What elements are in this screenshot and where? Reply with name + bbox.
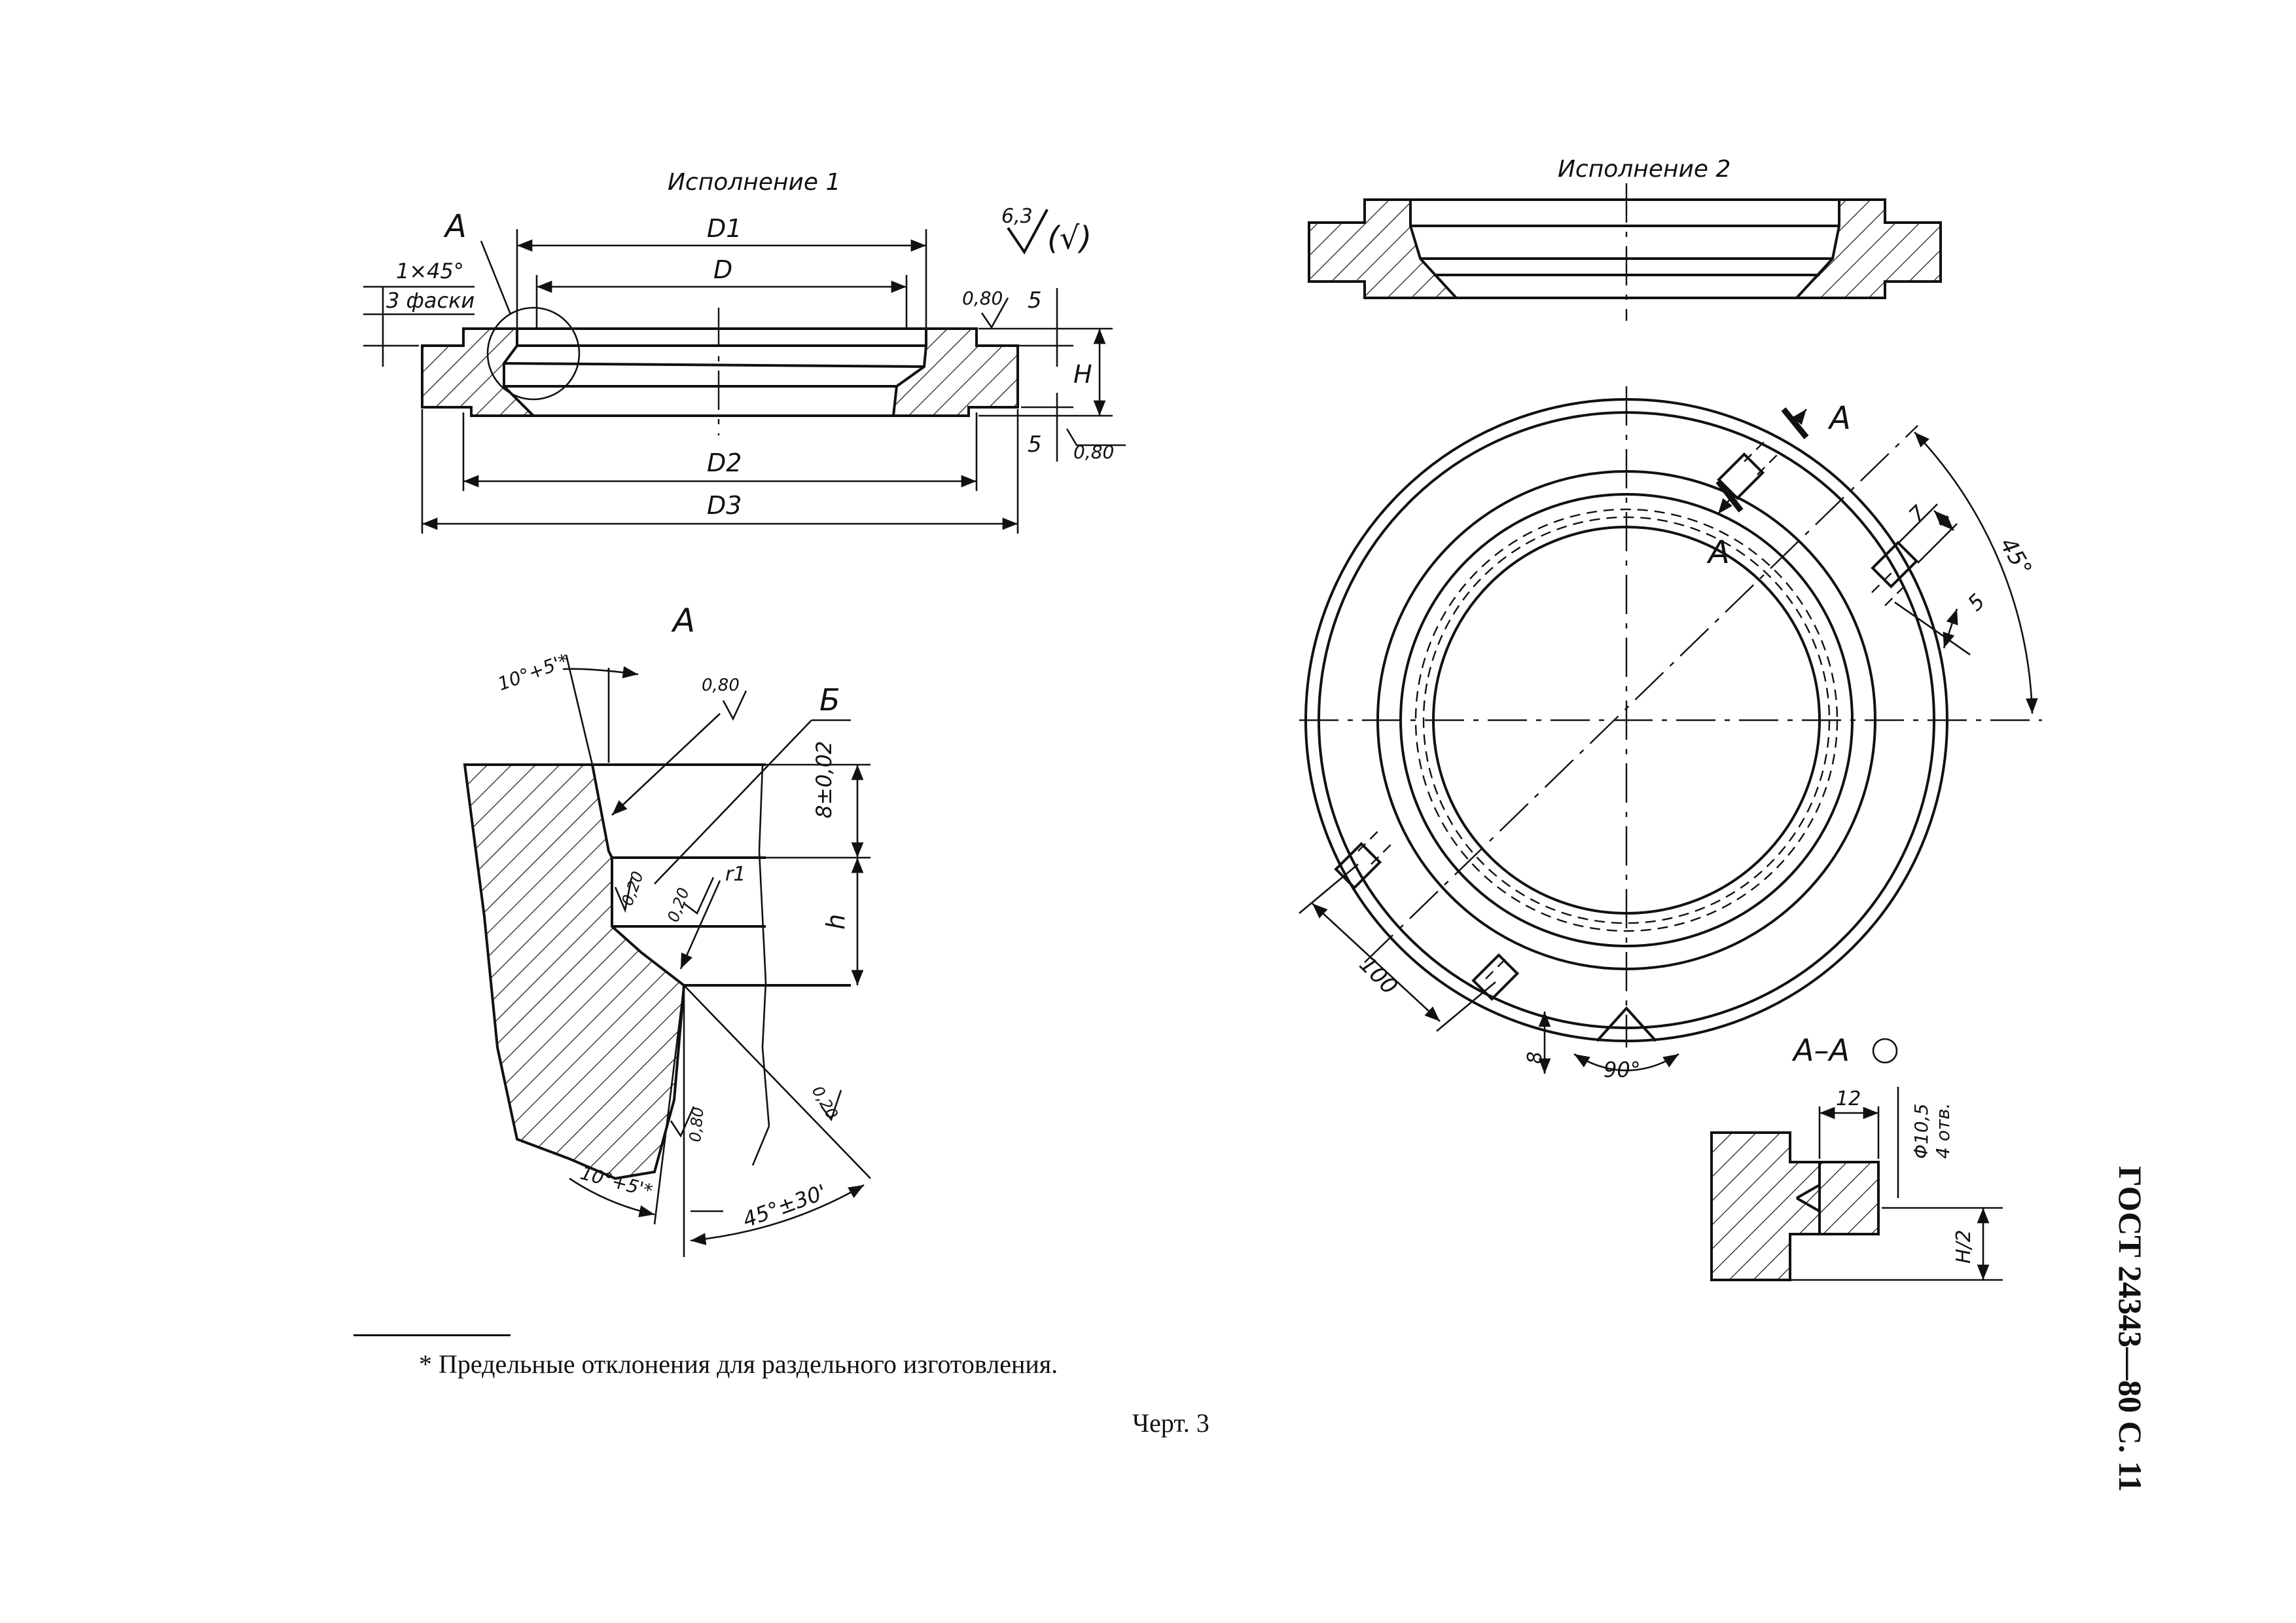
view-2-section: Исполнение 2 bbox=[1308, 156, 1942, 321]
standard-stamp: ГОСТ 24343—80 С. 11 bbox=[2081, 1166, 2179, 1492]
dim-d: D bbox=[713, 255, 732, 284]
view-1-bore bbox=[503, 327, 926, 417]
plan-angle-90: 90° bbox=[1604, 1057, 1641, 1082]
plan-bore-inner bbox=[1432, 526, 1821, 915]
plan-slot-top bbox=[1717, 452, 1765, 500]
roughness-general-paren: (√) bbox=[1047, 220, 1092, 257]
dim-5-top: 5 bbox=[1028, 287, 1042, 314]
view-1-section: Исполнение 1 A 1×45° 3 фаски D1 D D2 bbox=[363, 169, 1126, 534]
view-2-bore bbox=[1410, 198, 1839, 299]
detail-a-title: A bbox=[671, 602, 695, 640]
section-aa: A–A 12 Φ10,5 4 отв. H/2 bbox=[1710, 1032, 2003, 1281]
plan-section-label-top: A bbox=[1827, 400, 1851, 437]
plan-slot-bottom bbox=[1471, 953, 1520, 1001]
plan-slot-left bbox=[1334, 841, 1382, 890]
section-aa-holes: Φ10,5 bbox=[1910, 1104, 1932, 1159]
dim-d3: D3 bbox=[707, 491, 742, 520]
view-1-left-wall bbox=[421, 327, 537, 417]
plan-dim-100: 100 bbox=[1354, 951, 1403, 1000]
detail-a-leader bbox=[480, 240, 512, 315]
detail-a-dim-8: 8±0,02 bbox=[812, 741, 836, 818]
dim-h: H bbox=[1073, 360, 1092, 389]
section-aa-title: A–A bbox=[1791, 1032, 1850, 1068]
view-2-title: Исполнение 2 bbox=[1558, 156, 1731, 183]
detail-a-label-b: Б bbox=[819, 682, 840, 718]
section-aa-rotation-icon bbox=[1872, 1038, 1898, 1064]
plan-thread-dashed bbox=[1414, 508, 1839, 932]
view-2-right-wall bbox=[1793, 198, 1942, 299]
detail-a-dim-h: h bbox=[821, 914, 850, 930]
plan-notch bbox=[1596, 1006, 1657, 1042]
view-2-left-wall bbox=[1308, 198, 1460, 299]
footnote-rule bbox=[353, 1334, 511, 1336]
plan-diagonal-axis bbox=[1364, 425, 1918, 963]
detail-a-angle-45: 45°±30' bbox=[740, 1179, 830, 1232]
section-aa-dim-12: 12 bbox=[1836, 1087, 1861, 1110]
roughness-top: 0,80 bbox=[962, 287, 1003, 309]
standard-number: ГОСТ 24343—80 С. 11 bbox=[2112, 1166, 2149, 1492]
detail-a-roughness-top: 0,80 bbox=[702, 676, 740, 695]
roughness-bottom: 0,80 bbox=[1073, 441, 1114, 463]
dim-5-bottom: 5 bbox=[1028, 431, 1042, 458]
section-aa-half-h: H/2 bbox=[1952, 1230, 1975, 1264]
view-1-right-wall bbox=[891, 327, 1019, 417]
section-aa-body bbox=[1710, 1131, 1880, 1281]
dim-d1: D1 bbox=[707, 214, 742, 243]
plan-bore-outer bbox=[1399, 493, 1854, 947]
detail-a: A 8±0,02 h 10°+5'* 0,80 Б 0,20 0,20 r1 bbox=[463, 602, 871, 1257]
chamfer-count: 3 фаски bbox=[386, 288, 475, 313]
detail-a-callout-circle bbox=[486, 306, 581, 401]
plan-outer-circle-2 bbox=[1318, 411, 1935, 1029]
plan-slot-right bbox=[1871, 540, 1919, 589]
view-1-title: Исполнение 1 bbox=[668, 169, 840, 196]
plan-outer-circle bbox=[1304, 398, 1948, 1042]
detail-a-roughness-020-b: 0,20 bbox=[664, 885, 693, 924]
chamfer-note: 1×45° bbox=[396, 259, 464, 283]
plan-angle-45: 45° bbox=[1994, 534, 2037, 581]
dim-d2: D2 bbox=[707, 448, 742, 477]
plan-dim-5: 5 bbox=[1963, 589, 1990, 615]
plan-dim-8: 8 bbox=[1524, 1051, 1547, 1064]
plan-middle-circle bbox=[1376, 470, 1876, 970]
plan-section-label-bottom: A bbox=[1706, 534, 1730, 571]
plan-thread-dashed-2 bbox=[1422, 516, 1831, 924]
plan-view: A A 45° 7 5 100 8 90° bbox=[1299, 386, 2042, 1082]
roughness-general: 6,3 bbox=[1001, 205, 1033, 228]
figure-caption: Черт. 3 bbox=[1132, 1408, 1210, 1438]
view-1-label-a: A bbox=[443, 208, 467, 245]
detail-a-roughness-080: 0,80 bbox=[686, 1106, 708, 1143]
detail-a-body bbox=[463, 763, 686, 1180]
detail-a-angle-top: 10°+5'* bbox=[495, 649, 571, 695]
section-aa-holes-count: 4 отв. bbox=[1932, 1103, 1954, 1159]
detail-a-r1: r1 bbox=[725, 863, 745, 886]
footnote: * Предельные отклонения для раздельного … bbox=[419, 1349, 1058, 1379]
